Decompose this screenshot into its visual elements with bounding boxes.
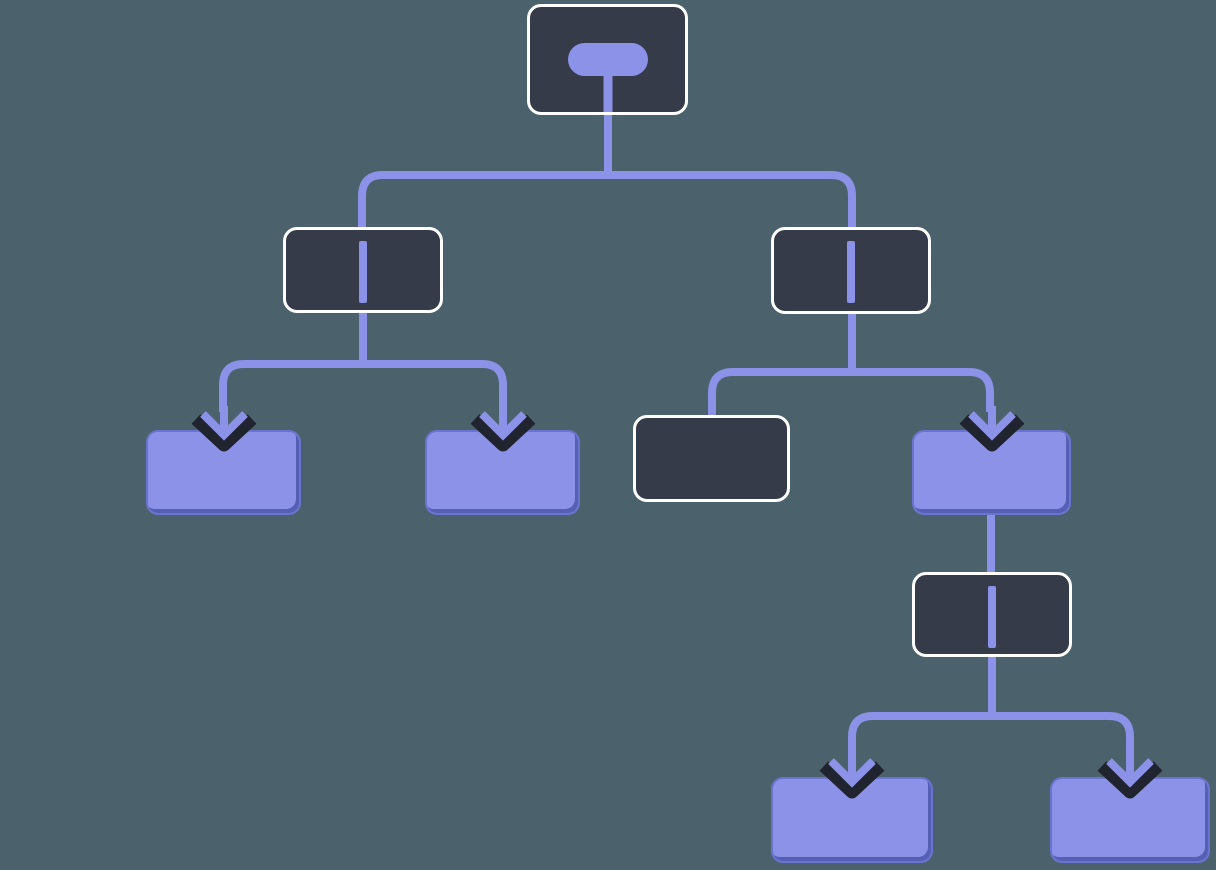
arrow-down-icon xyxy=(470,406,535,452)
node-leaf-3[interactable] xyxy=(771,753,933,863)
node-root[interactable] xyxy=(527,4,688,115)
divider-line-icon xyxy=(847,241,855,303)
arrow-line-tip xyxy=(848,753,856,780)
arrow-chevron-dark xyxy=(959,414,1024,452)
edge-branch-b-split xyxy=(848,712,1134,760)
node-branch-bottom[interactable] xyxy=(912,572,1072,657)
arrow-line-tip xyxy=(219,406,228,433)
arrow-line-tip xyxy=(987,406,996,433)
node-mid[interactable] xyxy=(912,406,1071,515)
arrow-down-icon xyxy=(959,406,1024,452)
divider-line-icon xyxy=(359,241,367,303)
root-pill-stem xyxy=(603,73,612,112)
arrow-chevron-dark xyxy=(1097,761,1163,799)
node-leaf-2[interactable] xyxy=(425,406,580,515)
arrow-chevron-purple xyxy=(967,411,1016,441)
node-branch-left[interactable] xyxy=(283,227,443,313)
arrow-chevron-purple xyxy=(199,411,248,441)
edge-branch-l-split xyxy=(219,360,507,412)
edge-root-split xyxy=(358,171,856,232)
arrow-chevron-purple xyxy=(478,411,527,441)
arrow-chevron-dark xyxy=(191,414,256,452)
node-empty[interactable] xyxy=(633,415,790,502)
arrow-line-tip xyxy=(498,406,507,433)
arrow-down-icon xyxy=(191,406,256,452)
arrow-chevron-purple xyxy=(1106,758,1154,788)
arrow-down-icon xyxy=(819,753,885,799)
arrow-line-tip xyxy=(1126,753,1134,780)
divider-line-icon xyxy=(988,586,996,648)
node-branch-right[interactable] xyxy=(771,227,931,314)
root-pill-icon xyxy=(567,43,648,76)
arrow-down-icon xyxy=(1097,753,1163,799)
edge-branch-r-split xyxy=(708,368,994,420)
arrow-chevron-purple xyxy=(828,758,876,788)
node-leaf-4[interactable] xyxy=(1050,753,1210,863)
arrow-chevron-dark xyxy=(470,414,535,452)
arrow-chevron-dark xyxy=(819,761,885,799)
node-leaf-1[interactable] xyxy=(146,406,301,515)
